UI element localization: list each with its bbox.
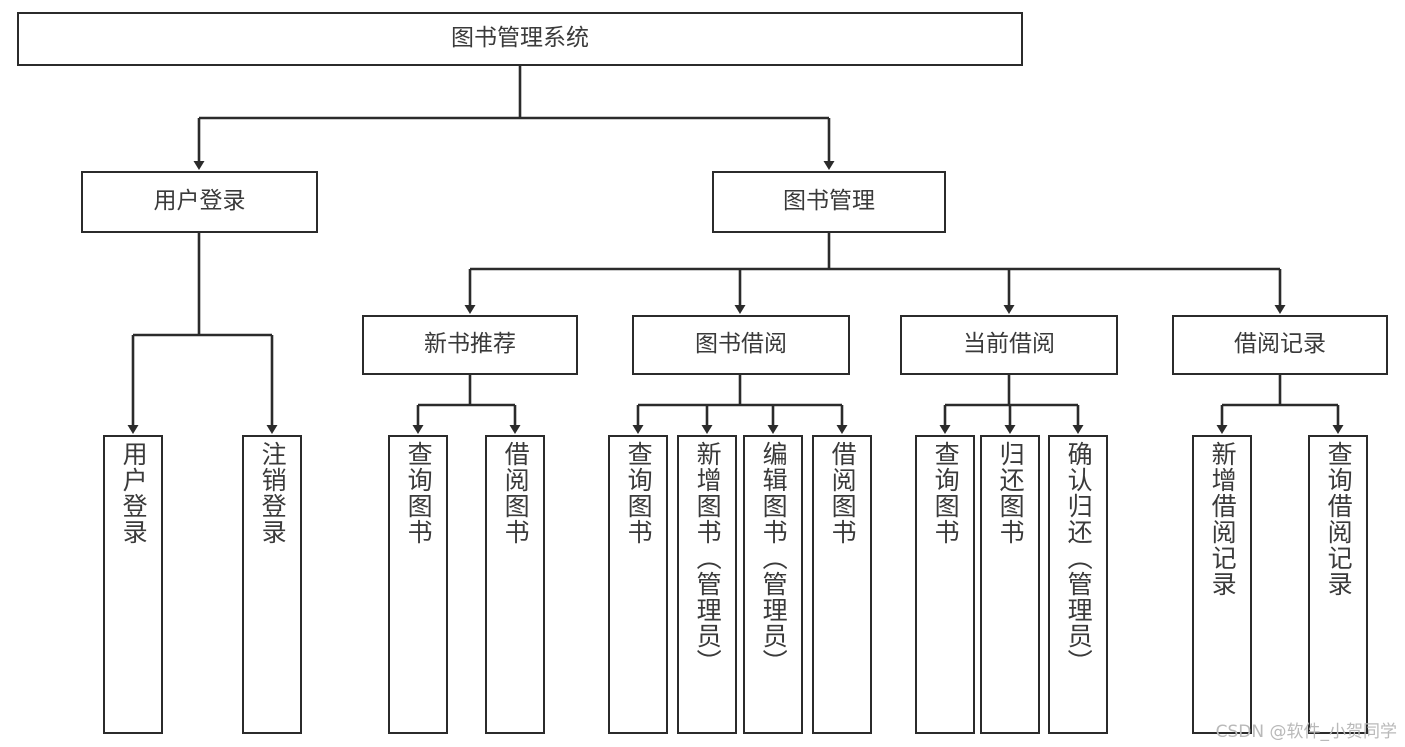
leaf-user-login-login[interactable]: 用户登录 [103, 435, 163, 734]
node-label: 注销登录 [258, 441, 288, 545]
node-label: 编辑图书（管理员） [759, 441, 789, 675]
node-label: 新增借阅记录 [1208, 441, 1238, 597]
leaf-recommend-borrow-book[interactable]: 借阅图书 [485, 435, 545, 734]
leaf-borrow-edit-book-admin[interactable]: 编辑图书（管理员） [743, 435, 803, 734]
leaf-current-search-book[interactable]: 查询图书 [915, 435, 975, 734]
node-new-book-recommend[interactable]: 新书推荐 [362, 315, 578, 375]
leaf-borrow-add-book-admin[interactable]: 新增图书（管理员） [677, 435, 737, 734]
node-book-management[interactable]: 图书管理 [712, 171, 946, 233]
node-label: 用户登录 [153, 188, 246, 215]
node-label: 用户登录 [119, 441, 149, 545]
leaf-borrow-borrow-book[interactable]: 借阅图书 [812, 435, 872, 734]
node-label: 图书借阅 [695, 331, 787, 358]
leaf-user-login-logout[interactable]: 注销登录 [242, 435, 302, 734]
leaf-record-search-record[interactable]: 查询借阅记录 [1308, 435, 1368, 734]
node-label: 查询图书 [624, 441, 654, 545]
node-label: 新增图书（管理员） [693, 441, 723, 675]
leaf-current-return-book[interactable]: 归还图书 [980, 435, 1040, 734]
node-user-login[interactable]: 用户登录 [81, 171, 318, 233]
node-label: 借阅图书 [828, 441, 858, 545]
node-label: 归还图书 [996, 441, 1026, 545]
node-label: 借阅记录 [1234, 331, 1326, 358]
node-label: 确认归还（管理员） [1064, 441, 1094, 675]
node-current-borrow[interactable]: 当前借阅 [900, 315, 1118, 375]
node-borrow-record[interactable]: 借阅记录 [1172, 315, 1388, 375]
leaf-recommend-search-book[interactable]: 查询图书 [388, 435, 448, 734]
node-label: 借阅图书 [501, 441, 531, 545]
leaf-record-add-record[interactable]: 新增借阅记录 [1192, 435, 1252, 734]
leaf-current-confirm-return-admin[interactable]: 确认归还（管理员） [1048, 435, 1108, 734]
node-root-system[interactable]: 图书管理系统 [17, 12, 1023, 66]
node-label: 图书管理 [783, 188, 875, 215]
node-label: 当前借阅 [963, 331, 1055, 358]
node-label: 查询借阅记录 [1324, 441, 1354, 597]
node-book-borrow[interactable]: 图书借阅 [632, 315, 850, 375]
node-label: 新书推荐 [424, 331, 516, 358]
node-label: 图书管理系统 [451, 25, 589, 52]
node-label: 查询图书 [404, 441, 434, 545]
node-label: 查询图书 [931, 441, 961, 545]
leaf-borrow-search-book[interactable]: 查询图书 [608, 435, 668, 734]
